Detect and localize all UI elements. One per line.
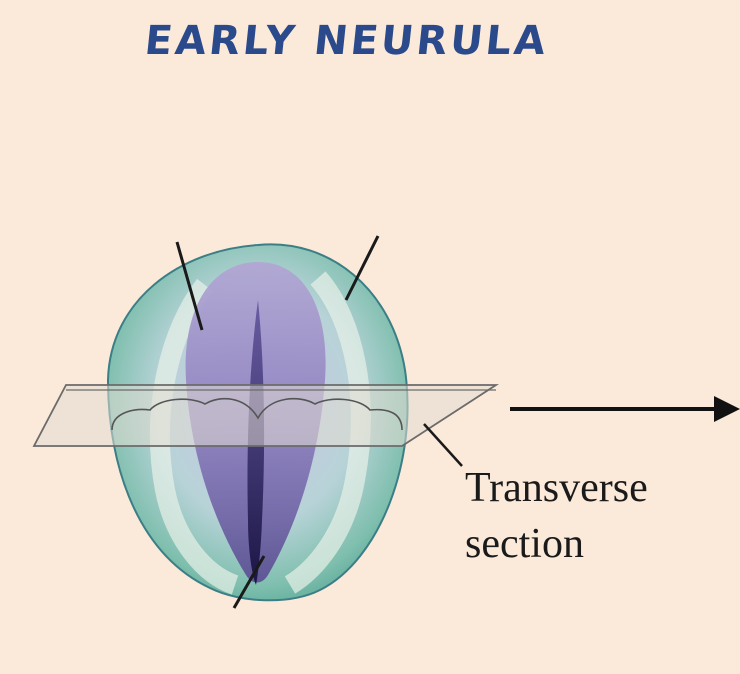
cross-section-outline	[111, 397, 403, 431]
neural-fold-band	[150, 278, 239, 595]
transverse-section-plane	[32, 384, 500, 447]
leader-line-section	[423, 423, 463, 467]
leader-line-groove	[232, 555, 266, 609]
transverse-section-label: Transverse section	[465, 460, 648, 572]
arrow-right-icon	[714, 396, 740, 422]
label-line-2: section	[465, 521, 584, 567]
label-line-1: Transverse	[465, 465, 648, 511]
leader-line-ectoderm	[344, 235, 380, 301]
leader-line-neural-plate	[175, 241, 204, 331]
neural-fold-band	[284, 271, 371, 594]
